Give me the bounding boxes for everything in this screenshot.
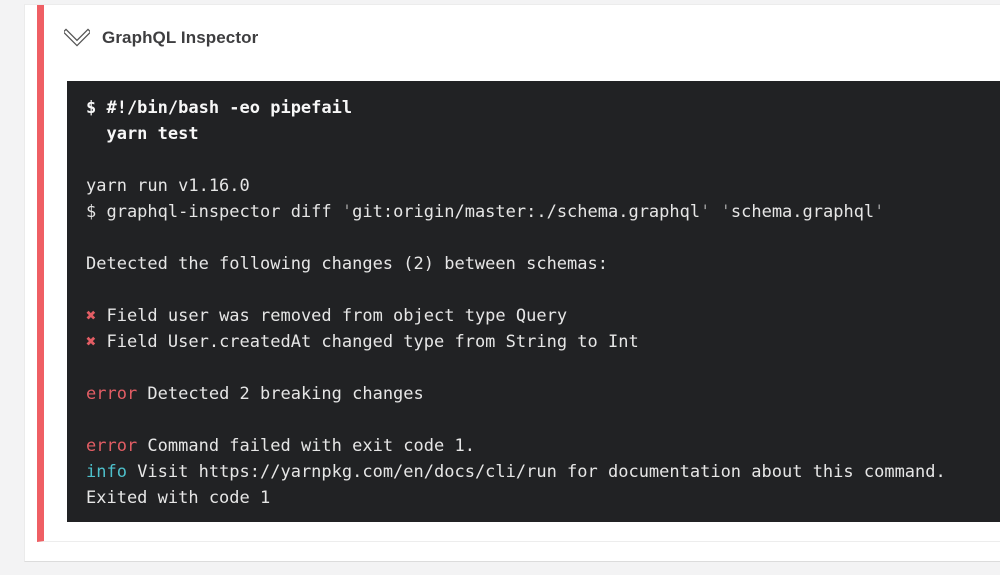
terminal-segment-cross: ✖ <box>86 306 97 326</box>
terminal-line <box>86 355 1000 381</box>
terminal-line: ✖ Field User.createdAt changed type from… <box>86 329 1000 355</box>
terminal-line: $ #!/bin/bash -eo pipefail <box>86 95 1000 121</box>
terminal-segment-plain: git:origin/master:./schema.graphql <box>352 202 701 222</box>
terminal-line: Detected the following changes (2) betwe… <box>86 251 1000 277</box>
terminal-line: error Detected 2 breaking changes <box>86 381 1000 407</box>
terminal-segment-error: error <box>86 384 138 404</box>
terminal-line: error Command failed with exit code 1. <box>86 433 1000 459</box>
terminal-line: info Visit https://yarnpkg.com/en/docs/c… <box>86 459 1000 485</box>
terminal-segment-plain: Exited with code 1 <box>86 488 271 508</box>
terminal-segment-cross: ✖ <box>86 332 97 352</box>
terminal-segment-dim: ' <box>720 202 731 222</box>
terminal-segment-plain: Field User.createdAt changed type from S… <box>96 332 639 352</box>
terminal-segment-error: error <box>86 436 138 456</box>
terminal-line: yarn test <box>86 121 1000 147</box>
terminal-line: Exited with code 1 <box>86 485 1000 511</box>
terminal-segment-dim: ' <box>700 202 711 222</box>
terminal-segment-plain: Detected 2 breaking changes <box>137 384 424 404</box>
terminal-segment-plain: Field user was removed from object type … <box>96 306 568 326</box>
terminal-line <box>86 147 1000 173</box>
terminal-line <box>86 225 1000 251</box>
terminal-segment-plain: Detected the following changes (2) betwe… <box>86 254 608 274</box>
terminal-line: ✖ Field user was removed from object typ… <box>86 303 1000 329</box>
terminal-line: yarn run v1.16.0 <box>86 173 1000 199</box>
terminal-segment-bold: yarn test <box>86 124 199 144</box>
terminal-line: $ graphql-inspector diff 'git:origin/mas… <box>86 199 1000 225</box>
terminal-line <box>86 407 1000 433</box>
terminal-segment-dim: ' <box>341 202 353 222</box>
build-output-card: GraphQL Inspector $ #!/bin/bash -eo pipe… <box>24 4 1000 562</box>
terminal-segment-plain: $ graphql-inspector diff <box>86 202 342 222</box>
terminal-segment-plain <box>710 202 720 222</box>
chevron-down-icon <box>64 28 90 47</box>
terminal-line <box>86 277 1000 303</box>
terminal-segment-plain: Visit https://yarnpkg.com/en/docs/cli/ru… <box>126 462 946 482</box>
terminal-segment-bold: $ #!/bin/bash -eo pipefail <box>86 98 353 118</box>
build-step-failed: GraphQL Inspector $ #!/bin/bash -eo pipe… <box>37 5 1000 542</box>
terminal-segment-info: info <box>86 462 127 482</box>
step-header-toggle[interactable]: GraphQL Inspector <box>44 5 1000 73</box>
terminal-segment-plain: yarn run v1.16.0 <box>86 176 250 196</box>
terminal-segment-plain: schema.graphql <box>730 202 875 222</box>
terminal-segment-dim: ' <box>874 202 885 222</box>
step-title: GraphQL Inspector <box>102 28 259 47</box>
terminal-output: $ #!/bin/bash -eo pipefail yarn test yar… <box>67 81 1000 522</box>
terminal-segment-plain: Command failed with exit code 1. <box>137 436 475 456</box>
